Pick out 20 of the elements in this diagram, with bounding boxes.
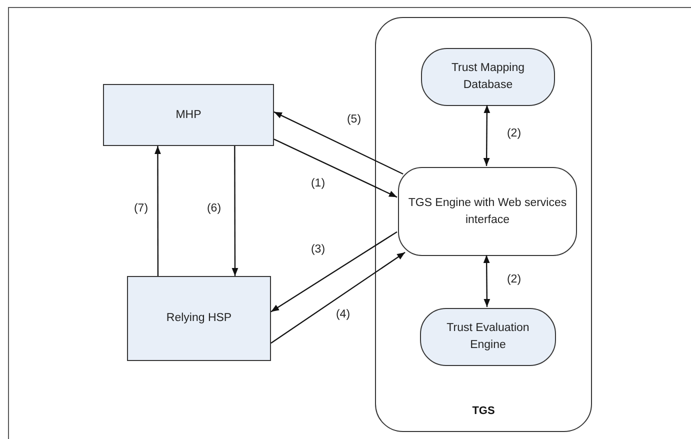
node-label: MHP <box>176 108 202 122</box>
node-label: Relying HSP <box>166 311 232 326</box>
group-container <box>375 17 592 432</box>
arrow <box>274 138 398 198</box>
node-label: Trust Mapping Database <box>450 61 526 93</box>
arrow <box>483 255 490 307</box>
node-label: TGS Engine with Web services interface <box>407 196 568 228</box>
arrow <box>274 111 404 175</box>
arrow <box>270 231 398 312</box>
rounded-box <box>398 167 577 256</box>
arrow <box>483 105 490 166</box>
node-label: Trust Evaluation Engine <box>446 321 530 353</box>
process-box <box>127 276 271 361</box>
rounded-box <box>421 48 555 106</box>
process-box <box>103 84 274 146</box>
rounded-box <box>420 308 556 366</box>
arrow <box>270 252 406 344</box>
group-label: TGS <box>471 404 496 418</box>
arrow <box>154 146 161 276</box>
arrow <box>232 146 238 276</box>
